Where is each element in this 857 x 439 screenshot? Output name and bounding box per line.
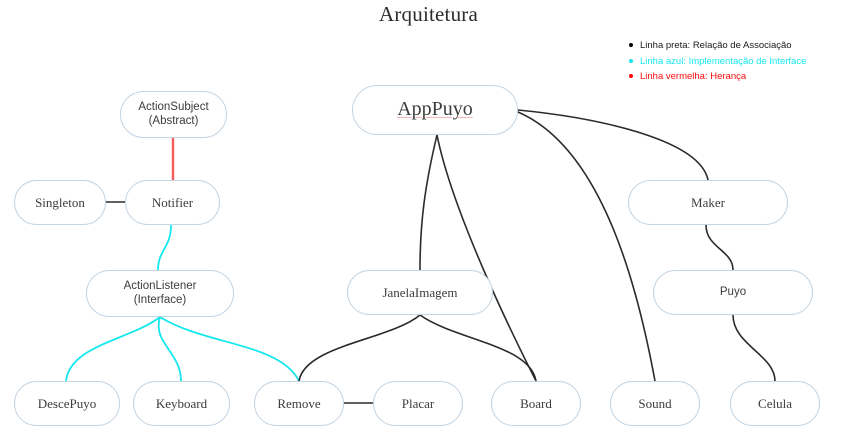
node-label: Placar [401, 395, 435, 411]
legend-item-association: Linha preta: Relação de Associação [629, 39, 855, 52]
edge-actionlistener-to-descepuyo [65, 316, 161, 382]
legend-label: Linha preta: Relação de Associação [640, 40, 792, 51]
node-label: DescePuyo [37, 395, 97, 411]
legend-label: Linha vermelha: Herança [640, 71, 747, 82]
node-label: JanelaImagem [382, 284, 458, 300]
node-remove[interactable]: Remove [254, 381, 344, 426]
edge-apppuyo-to-board [436, 134, 537, 382]
node-board[interactable]: Board [491, 381, 581, 426]
legend-bullet-icon [629, 58, 633, 63]
node-janelaimagem[interactable]: JanelaImagem [347, 270, 493, 315]
node-label: Notifier [151, 194, 194, 210]
node-apppuyo[interactable]: AppPuyo [352, 85, 518, 135]
node-descepuyo[interactable]: DescePuyo [14, 381, 120, 426]
node-label: Maker [691, 194, 725, 210]
edge-apppuyo-to-maker [517, 109, 709, 181]
edge-janelaimagem-to-remove [298, 314, 421, 382]
node-maker[interactable]: Maker [628, 180, 788, 225]
legend-label: Linha azul: Implementação de Interface [640, 55, 807, 67]
node-keyboard[interactable]: Keyboard [133, 381, 230, 426]
edge-notifier-to-actionlistener [157, 224, 172, 271]
node-label: Remove [277, 395, 321, 411]
edge-actionlistener-to-remove [159, 316, 300, 382]
node-label: Puyo [719, 285, 747, 298]
legend: Linha preta: Relação de Associação Linha… [629, 39, 855, 86]
edge-actionlistener-to-keyboard [157, 316, 182, 382]
node-placar[interactable]: Placar [373, 381, 463, 426]
node-actionsubject[interactable]: ActionSubject(Abstract) [120, 91, 227, 138]
node-notifier[interactable]: Notifier [125, 180, 220, 225]
node-label: Celula [758, 395, 792, 411]
node-singleton[interactable]: Singleton [14, 180, 106, 225]
node-puyo[interactable]: Puyo [653, 270, 813, 315]
node-label: Singleton [35, 194, 85, 210]
legend-item-inheritance: Linha vermelha: Herança [629, 70, 855, 83]
node-label: AppPuyo [397, 98, 473, 121]
node-label: ActionListener(Interface) [123, 279, 197, 306]
legend-bullet-icon [629, 74, 633, 78]
page-title: Arquitetura [379, 2, 478, 26]
node-celula[interactable]: Celula [730, 381, 820, 426]
node-label: ActionSubject(Abstract) [138, 100, 209, 127]
node-sound[interactable]: Sound [610, 381, 700, 426]
edge-puyo-to-celula [732, 314, 776, 382]
legend-item-interface: Linha azul: Implementação de Interface [629, 55, 855, 68]
edge-maker-to-puyo [705, 224, 734, 271]
node-label: Sound [638, 395, 672, 411]
node-label: Board [520, 395, 552, 411]
legend-bullet-icon [629, 43, 633, 47]
edge-janelaimagem-to-board [419, 314, 537, 382]
edge-apppuyo-to-janelaimagem [419, 134, 438, 271]
node-label: Keyboard [155, 395, 208, 411]
node-actionlistener[interactable]: ActionListener(Interface) [86, 270, 234, 317]
edge-apppuyo-to-sound [517, 111, 656, 382]
